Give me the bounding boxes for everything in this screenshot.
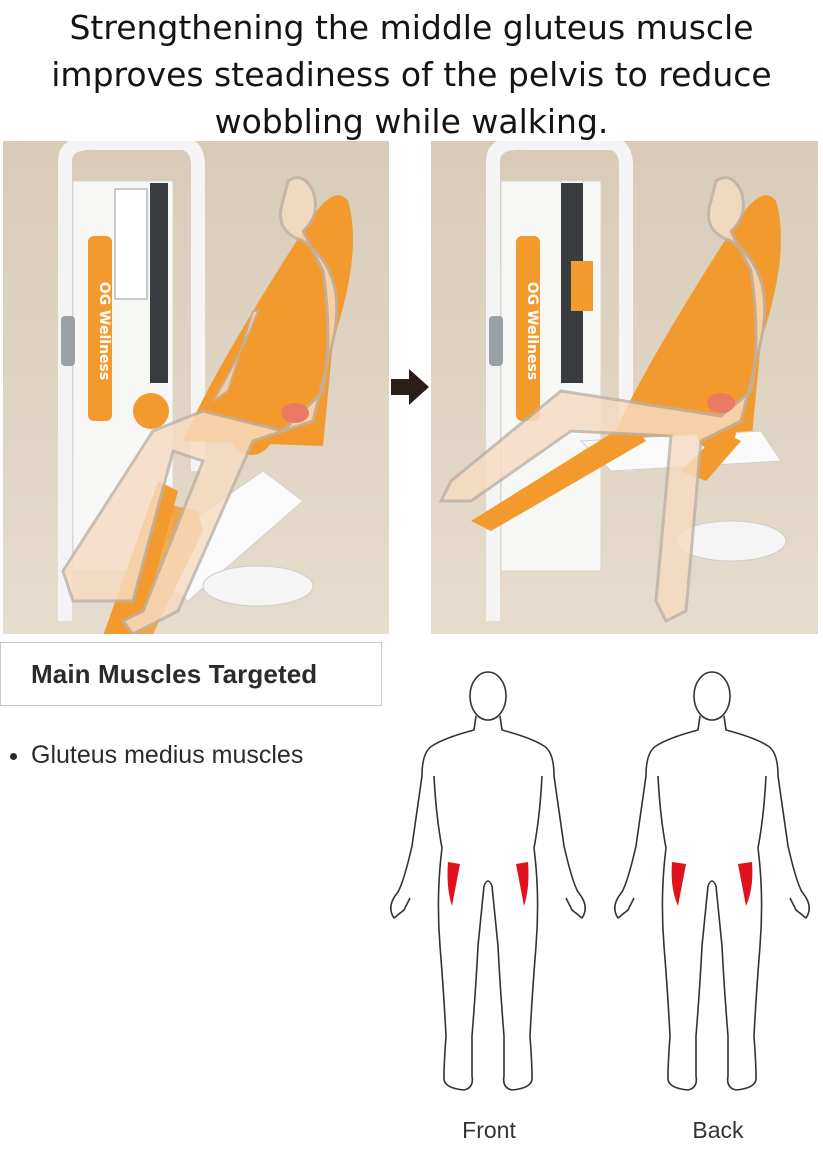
figure-label-back: Back bbox=[692, 1117, 744, 1143]
headline-line-2: improves steadiness of the pelvis to red… bbox=[51, 55, 772, 94]
gluteus-front-right bbox=[516, 862, 529, 906]
machine-photo-end: OG Wellness bbox=[431, 141, 818, 634]
bullet-icon bbox=[10, 753, 17, 760]
muscle-list-item: Gluteus medius muscles bbox=[10, 741, 303, 770]
muscle-item-label: Gluteus medius muscles bbox=[31, 741, 304, 769]
machine-photo-start: OG Wellness bbox=[3, 141, 389, 634]
muscles-targeted-title: Main Muscles Targeted bbox=[31, 659, 318, 689]
headline: Strengthening the middle gluteus muscle … bbox=[0, 4, 823, 145]
headline-line-3: wobbling while walking. bbox=[214, 102, 609, 141]
gluteus-back-left bbox=[671, 862, 686, 906]
arrow-right-icon bbox=[391, 369, 429, 405]
gluteus-back-right bbox=[738, 862, 753, 906]
body-figure-front bbox=[384, 666, 600, 1106]
figure-label-front: Front bbox=[462, 1117, 516, 1143]
gluteus-front-left bbox=[447, 862, 460, 906]
brand-label-left: OG Wellness bbox=[96, 282, 112, 380]
brand-label-right: OG Wellness bbox=[524, 282, 540, 380]
headline-line-1: Strengthening the middle gluteus muscle bbox=[69, 8, 754, 47]
muscles-targeted-box: Main Muscles Targeted bbox=[0, 642, 382, 706]
body-figure-back bbox=[608, 666, 823, 1106]
